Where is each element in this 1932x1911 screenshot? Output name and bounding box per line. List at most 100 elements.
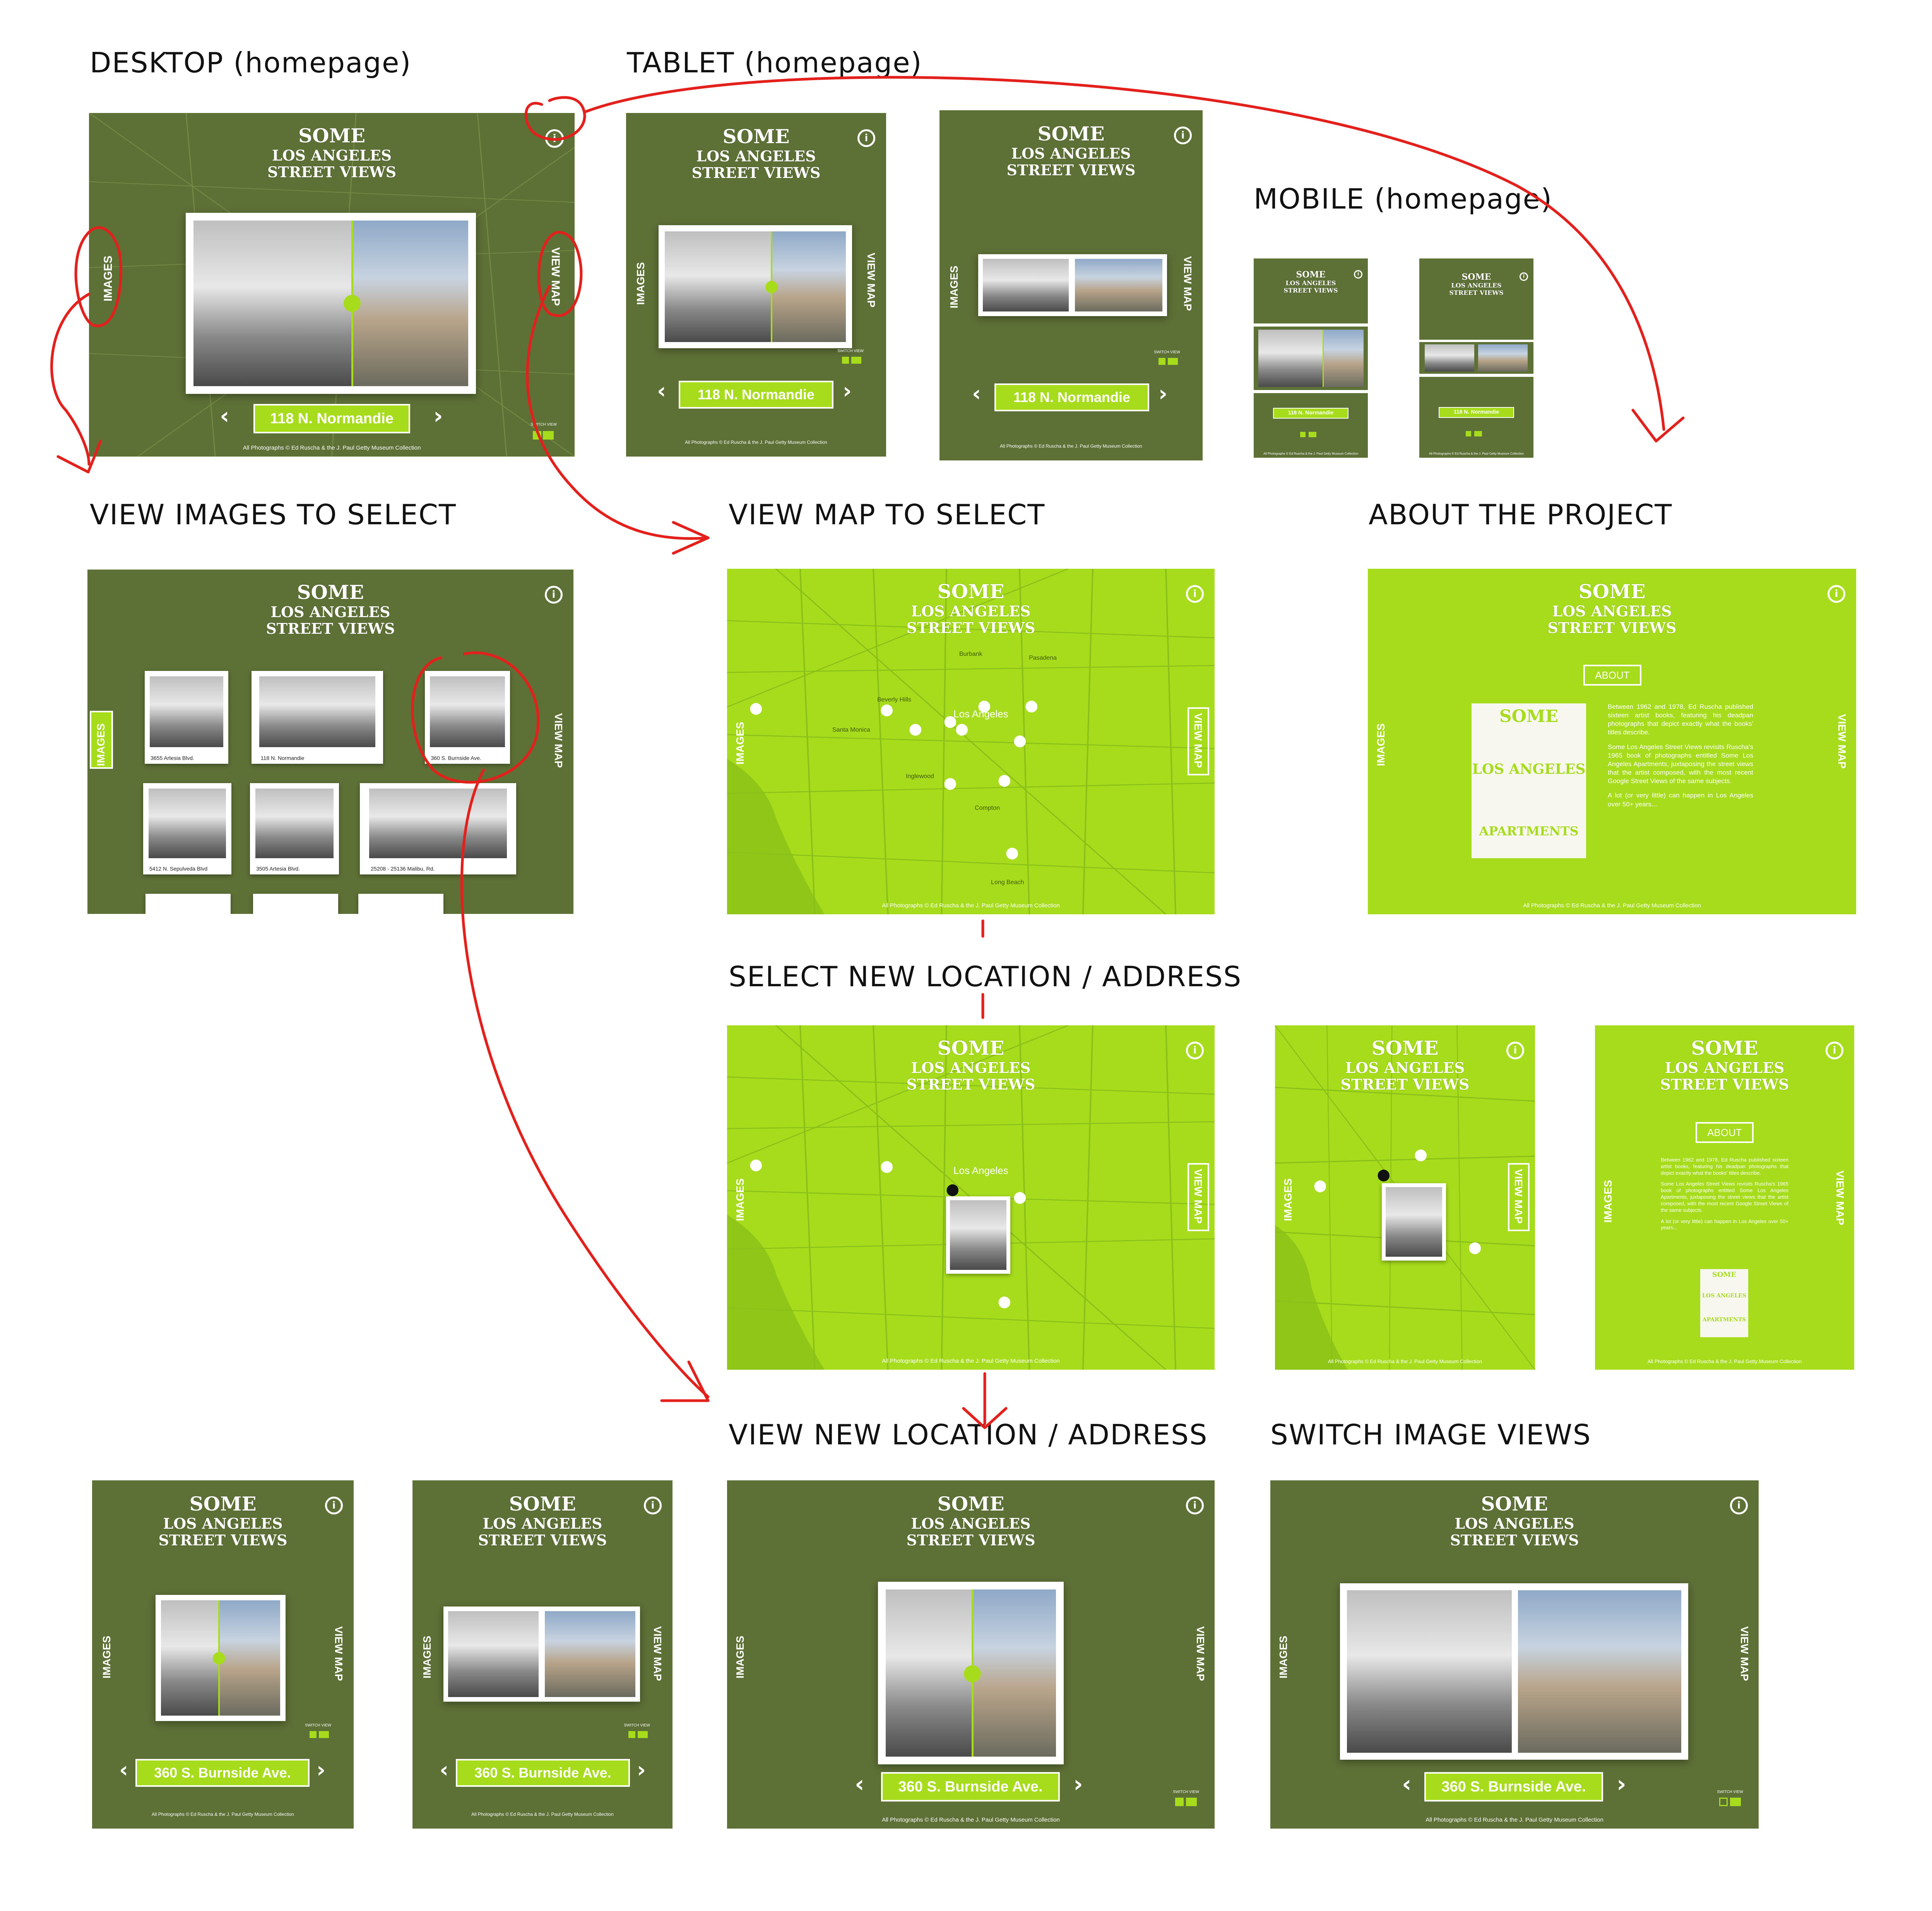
switch-view-single[interactable] xyxy=(1719,1798,1728,1806)
images-tab[interactable]: IMAGES xyxy=(635,262,647,305)
next-arrow[interactable]: › xyxy=(843,378,852,404)
info-icon[interactable]: i xyxy=(545,129,564,148)
images-tab[interactable]: IMAGES xyxy=(1375,723,1387,766)
map-tab-active[interactable]: VIEW MAP xyxy=(1508,1163,1530,1231)
map-preview-thumbnail[interactable] xyxy=(946,1196,1010,1274)
info-icon[interactable]: i xyxy=(1730,1497,1748,1514)
view-map-tab[interactable]: VIEW MAP xyxy=(1834,1170,1846,1225)
images-tab[interactable]: IMAGES xyxy=(102,255,115,301)
compare-slider-handle[interactable] xyxy=(964,1665,981,1682)
prev-arrow[interactable]: ‹ xyxy=(1402,1771,1412,1798)
switch-view-split[interactable] xyxy=(1168,358,1178,365)
compare-slider-handle[interactable] xyxy=(765,281,778,293)
map-pin[interactable]: ⬤ xyxy=(1006,847,1019,859)
view-map-tab[interactable]: VIEW MAP xyxy=(1182,256,1194,311)
images-tab[interactable]: IMAGES xyxy=(1282,1178,1294,1221)
map-pin[interactable]: ⬤ xyxy=(750,702,763,715)
images-tab[interactable]: IMAGES xyxy=(101,1636,113,1678)
info-icon[interactable]: i xyxy=(1828,585,1845,603)
info-icon[interactable]: i xyxy=(1174,127,1192,144)
switch-view-single[interactable] xyxy=(310,1731,317,1738)
site-title[interactable]: SOME LOS ANGELES STREET VIEWS xyxy=(89,125,575,181)
switch-view-single[interactable] xyxy=(628,1731,635,1738)
view-map-tab[interactable]: VIEW MAP xyxy=(1194,1626,1206,1681)
view-map-tab[interactable]: VIEW MAP xyxy=(549,247,562,306)
map-pin[interactable]: ⬤ xyxy=(955,723,969,736)
thumbnail-7[interactable] xyxy=(145,894,231,914)
images-tab[interactable]: IMAGES xyxy=(948,265,960,308)
map-pin[interactable]: ⬤ xyxy=(998,774,1011,787)
switch-view-single[interactable] xyxy=(1159,358,1165,365)
switch-view-split[interactable] xyxy=(1730,1798,1741,1806)
images-tab[interactable]: IMAGES xyxy=(734,1178,746,1221)
compare-divider[interactable] xyxy=(1323,330,1324,387)
next-arrow[interactable]: › xyxy=(1617,1771,1626,1798)
switch-view-split[interactable] xyxy=(1309,432,1316,437)
map-pin[interactable]: ⬤ xyxy=(944,777,957,790)
map-pin-selected[interactable]: ⬤ xyxy=(946,1183,959,1196)
info-icon[interactable]: i xyxy=(1186,1042,1204,1059)
compare-slider-handle[interactable] xyxy=(213,1652,225,1665)
map-pin-selected[interactable]: ⬤ xyxy=(1377,1168,1390,1181)
view-map-tab[interactable]: VIEW MAP xyxy=(652,1626,664,1681)
images-tab[interactable]: IMAGES xyxy=(734,1636,746,1678)
prev-arrow[interactable]: ‹ xyxy=(972,381,981,406)
switch-view-split[interactable] xyxy=(638,1731,648,1738)
site-title[interactable]: SOME LOS ANGELES STREET VIEWS xyxy=(1595,1037,1854,1093)
site-title[interactable]: SOME LOS ANGELES STREET VIEWS xyxy=(1275,1037,1535,1093)
images-tab[interactable]: IMAGES xyxy=(421,1636,433,1678)
thumbnail-8[interactable] xyxy=(253,894,338,914)
view-map-tab[interactable]: VIEW MAP xyxy=(1739,1626,1751,1681)
thumbnail-2[interactable]: 118 N. Normandie xyxy=(252,671,383,764)
prev-arrow[interactable]: ‹ xyxy=(119,1757,128,1783)
map-pin[interactable]: ⬤ xyxy=(944,715,957,728)
site-title[interactable]: SOME LOS ANGELES STREET VIEWS xyxy=(727,1037,1215,1093)
site-title[interactable]: SOME LOS ANGELES STREET VIEWS xyxy=(727,580,1215,636)
next-arrow[interactable]: › xyxy=(637,1757,646,1783)
about-button[interactable]: ABOUT xyxy=(1696,1122,1754,1143)
map-pin[interactable]: ⬤ xyxy=(1025,700,1038,712)
map-pin[interactable]: ⬤ xyxy=(909,723,922,736)
switch-view-single[interactable] xyxy=(533,431,541,440)
site-title[interactable]: SOME LOS ANGELES STREET VIEWS xyxy=(92,1493,354,1549)
switch-view-single[interactable] xyxy=(842,357,849,364)
map-pin[interactable]: ⬤ xyxy=(1414,1148,1427,1161)
prev-arrow[interactable]: ‹ xyxy=(440,1757,449,1783)
next-arrow[interactable]: › xyxy=(317,1757,326,1783)
map-tab-active[interactable]: VIEW MAP xyxy=(1188,1163,1209,1231)
images-tab[interactable]: IMAGES xyxy=(1277,1636,1289,1678)
site-title[interactable]: SOME LOS ANGELES STREET VIEWS xyxy=(939,123,1203,179)
switch-view-split[interactable] xyxy=(543,431,554,440)
prev-arrow[interactable]: ‹ xyxy=(220,402,229,429)
switch-view-split[interactable] xyxy=(319,1731,329,1738)
info-icon[interactable]: i xyxy=(545,586,563,604)
about-button[interactable]: ABOUT xyxy=(1583,665,1641,686)
switch-view-single[interactable] xyxy=(1175,1798,1184,1806)
next-arrow[interactable]: › xyxy=(1159,381,1168,406)
switch-view-single[interactable] xyxy=(1300,432,1306,437)
thumbnail-1[interactable]: 3655 Artesia Blvd. xyxy=(145,671,228,764)
info-icon[interactable]: i xyxy=(1520,272,1528,281)
thumbnail-6[interactable]: 25208 - 25136 Malibu, Rd. xyxy=(360,783,516,874)
info-icon[interactable]: i xyxy=(644,1497,662,1514)
thumbnail-9[interactable] xyxy=(358,894,443,914)
info-icon[interactable]: i xyxy=(1826,1042,1843,1059)
next-arrow[interactable]: › xyxy=(1073,1771,1083,1798)
prev-arrow[interactable]: ‹ xyxy=(855,1771,864,1798)
map-preview-thumbnail[interactable] xyxy=(1382,1183,1446,1261)
site-title[interactable]: SOME LOS ANGELES STREET VIEWS xyxy=(1419,272,1533,296)
map-tab-active[interactable]: VIEW MAP xyxy=(1188,707,1209,775)
info-icon[interactable]: i xyxy=(1354,270,1362,279)
view-map-tab[interactable]: VIEW MAP xyxy=(865,253,877,308)
site-title[interactable]: SOME LOS ANGELES STREET VIEWS xyxy=(412,1493,673,1549)
info-icon[interactable]: i xyxy=(857,129,875,147)
thumbnail-3[interactable]: 360 S. Burnside Ave. xyxy=(425,671,510,764)
site-title[interactable]: SOME LOS ANGELES STREET VIEWS xyxy=(626,125,886,181)
info-icon[interactable]: i xyxy=(325,1497,343,1514)
map-pin[interactable]: ⬤ xyxy=(880,1160,893,1173)
site-title[interactable]: SOME LOS ANGELES STREET VIEWS xyxy=(727,1493,1215,1549)
info-icon[interactable]: i xyxy=(1506,1042,1524,1059)
switch-view-split[interactable] xyxy=(851,357,861,364)
compare-slider-handle[interactable] xyxy=(344,295,361,312)
site-title[interactable]: SOME LOS ANGELES STREET VIEWS xyxy=(1254,270,1368,294)
